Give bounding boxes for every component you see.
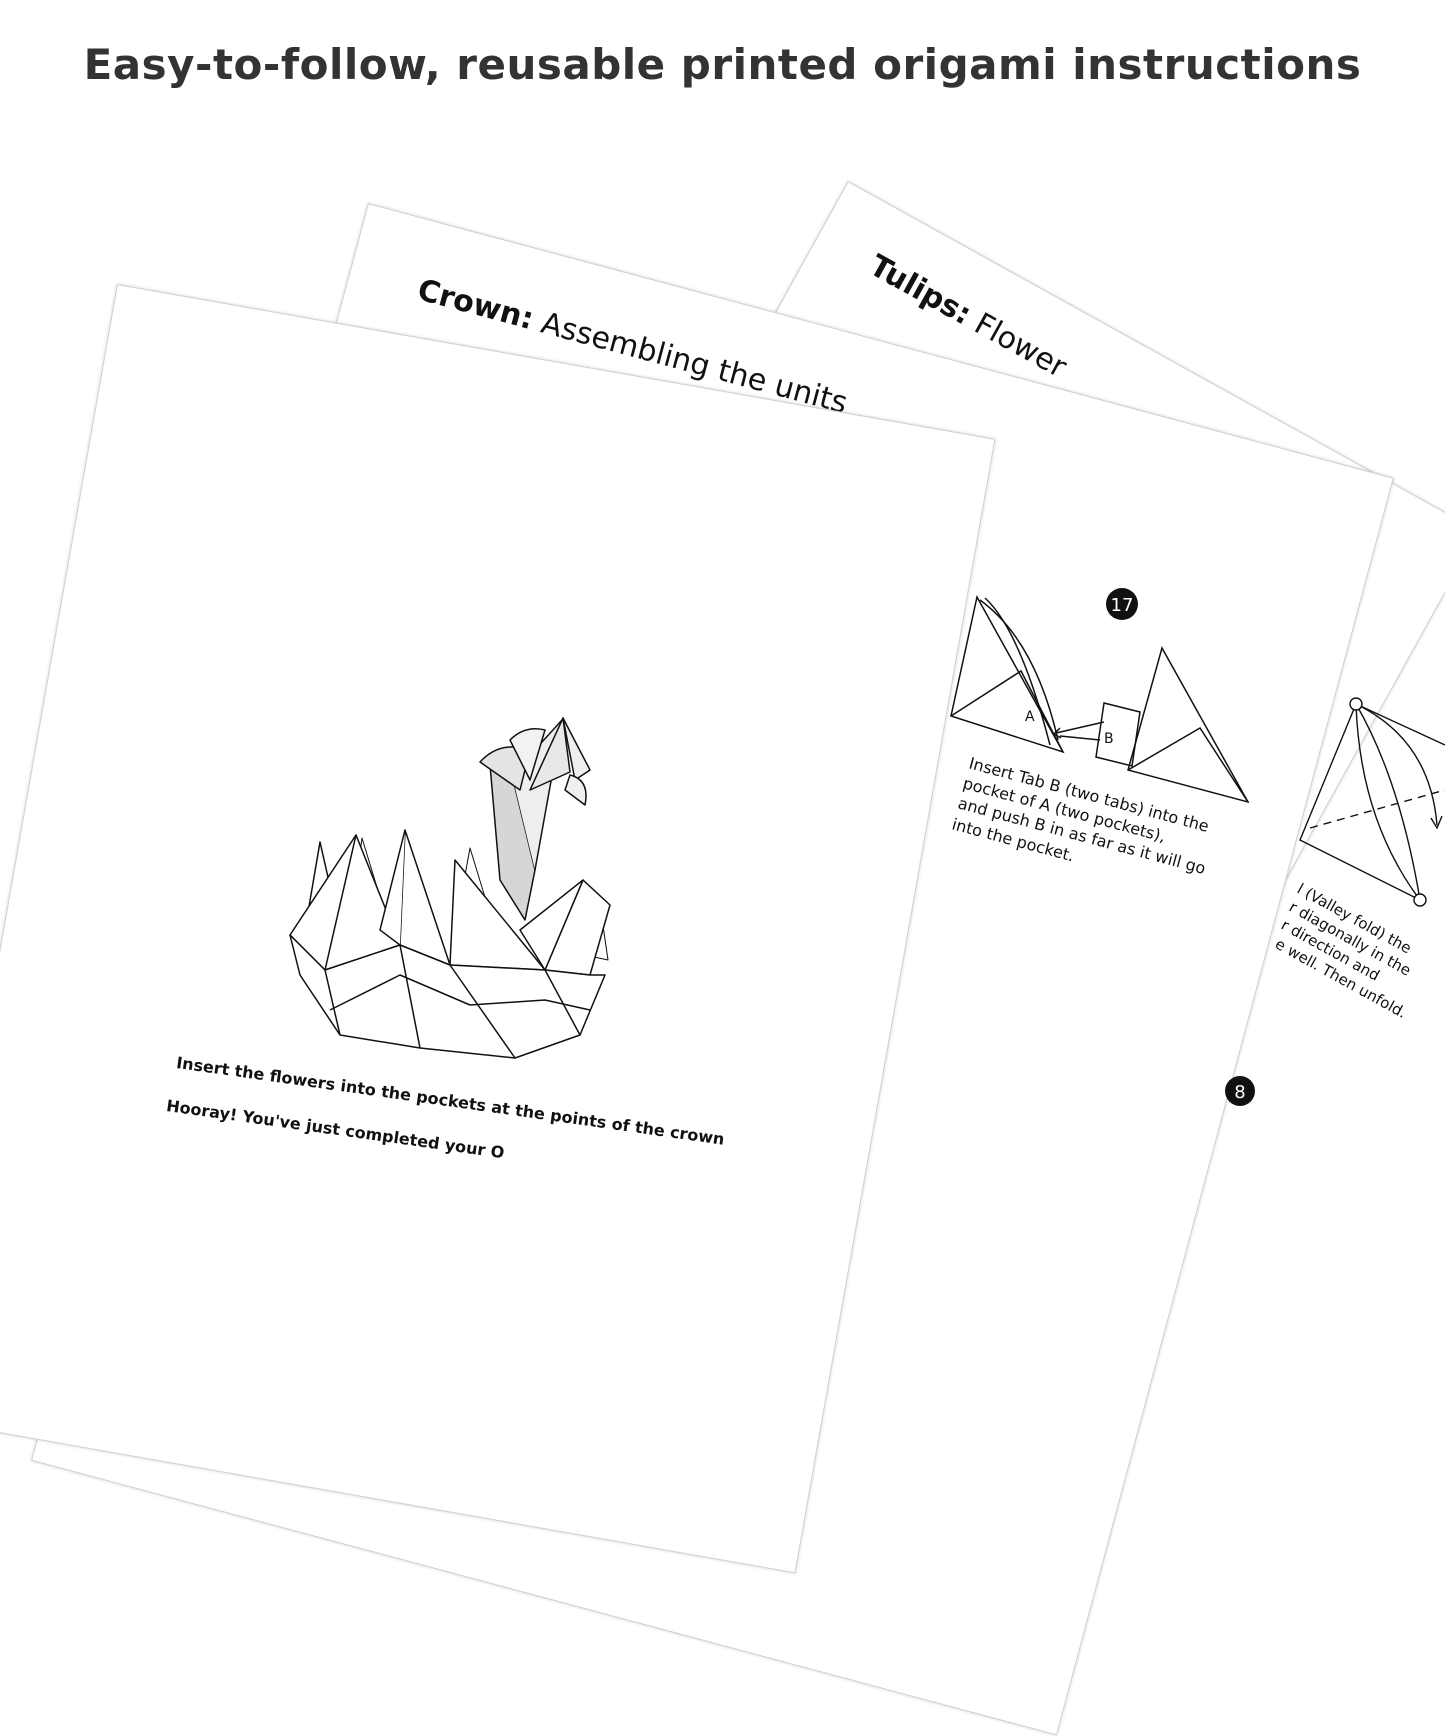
svg-text:8: 8 [1234,1082,1245,1103]
crown-unit-assembly-diagram [950,594,1250,804]
headline: Easy-to-follow, reusable printed origami… [83,40,1362,89]
tab-a-label: A [1025,709,1035,725]
fold-diagrams: l (Valley fold) the r diagonally in the … [950,588,1445,1106]
tulip-step-badge: 8 [1225,1076,1255,1106]
crown-illustration [289,717,611,1059]
svg-text:17: 17 [1111,595,1134,616]
tulip-valley-fold-diagram [1299,697,1445,907]
tab-b-label: B [1104,731,1114,747]
crown-step-badge: 17 [1106,588,1138,620]
